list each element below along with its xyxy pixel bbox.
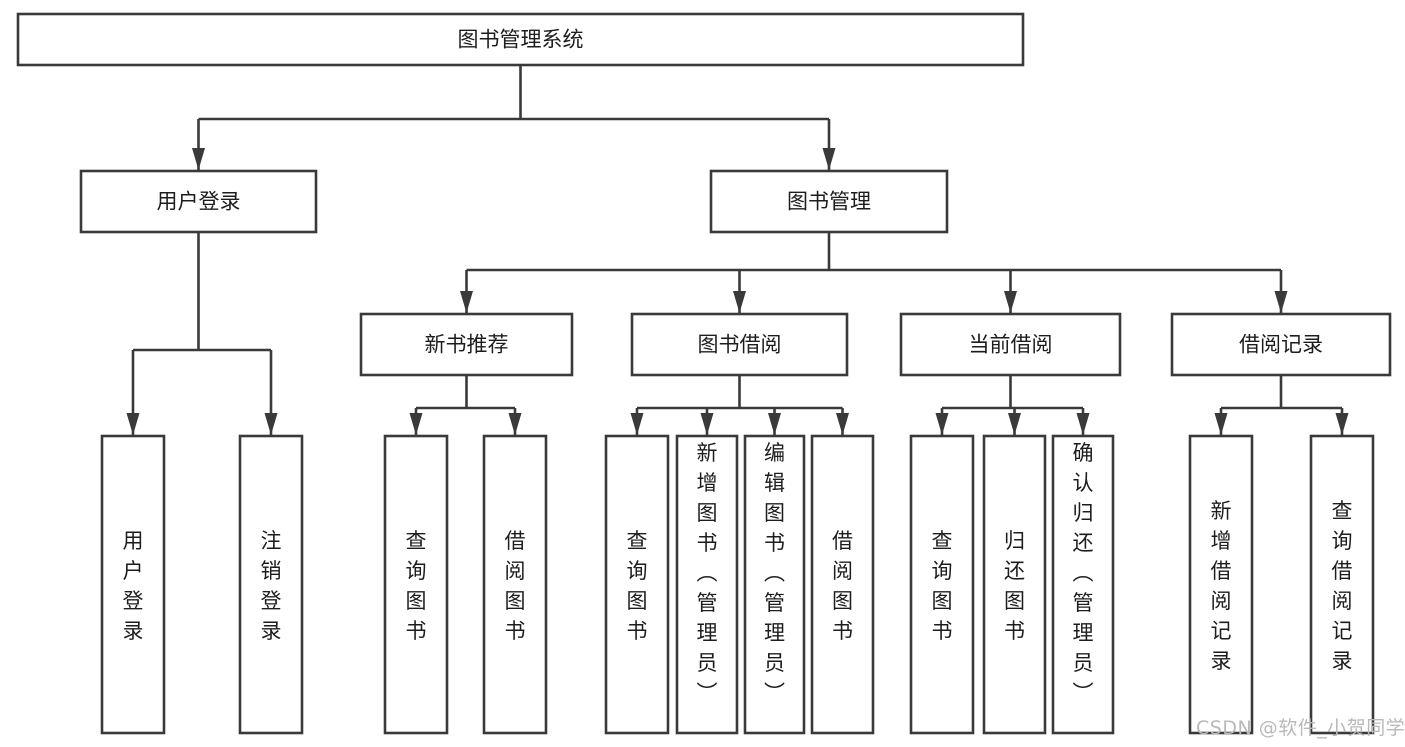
node-label: 借阅记录 [1239,333,1323,357]
node-label: 查询图书 [932,529,953,643]
node-rect [899,312,1122,377]
node-label: 借阅图书 [505,529,526,643]
node-rect [743,434,806,735]
arrow-head-icon [1008,413,1021,435]
node-label: 归还图书 [1004,529,1025,643]
node-new-book-rec[interactable]: 新书推荐 [359,312,574,377]
node-label: 新增图书︵管理员︶ [697,441,718,705]
arrow-head-icon [126,413,140,435]
csdn-watermark: CSDN @软件_小贺同学 [1196,717,1405,739]
arrow-head-icon [1335,413,1349,435]
arrow-head-icon [508,413,522,435]
node-rect [1051,434,1115,735]
node-label: 当前借阅 [969,333,1053,357]
node-rect [604,434,670,735]
node-rect [482,434,548,735]
arrow-head-icon [700,413,714,435]
node-rect [100,434,166,735]
node-label: 图书管理 [787,190,871,214]
node-label: 新书推荐 [425,333,509,357]
arrow-head-icon [768,413,781,435]
node-book-manage[interactable]: 图书管理 [709,169,949,234]
node-leaf-query-book-3[interactable]: 查询图书 [909,434,975,735]
node-current-borrow[interactable]: 当前借阅 [899,312,1122,377]
node-label: 查询图书 [406,529,427,643]
node-label: 用户登录 [123,529,144,643]
node-leaf-user-login[interactable]: 用户登录 [100,434,166,735]
node-leaf-query-book-1[interactable]: 查询图书 [383,434,449,735]
arrow-head-icon [1274,291,1288,313]
node-label: 注销登录 [261,529,282,643]
node-user-login[interactable]: 用户登录 [79,169,318,234]
node-label: 确认归还︵管理员︶ [1073,441,1094,705]
arrow-head-icon [935,413,949,435]
node-leaf-add-book[interactable]: 新增图书︵管理员︶ [675,434,739,735]
node-book-borrow[interactable]: 图书借阅 [630,312,849,377]
node-rect [79,169,318,234]
arrow-head-icon [264,413,278,435]
node-leaf-confirm-return[interactable]: 确认归还︵管理员︶ [1051,434,1115,735]
node-rect [810,434,875,735]
node-rect [630,312,849,377]
arrow-head-icon [836,413,849,435]
node-rect [16,12,1025,67]
node-rect [1188,434,1254,735]
arrow-head-icon [409,413,423,435]
node-leaf-borrow-book-1[interactable]: 借阅图书 [482,434,548,735]
node-rect [909,434,975,735]
node-rect [1170,312,1392,377]
node-label: 查询借阅记录 [1332,499,1353,673]
arrow-head-icon [1004,291,1017,313]
node-label: 新增借阅记录 [1211,499,1232,673]
node-rect [383,434,449,735]
node-leaf-logout[interactable]: 注销登录 [238,434,304,735]
arrow-head-icon [822,148,836,170]
arrow-head-icon [192,148,205,170]
node-label: 借阅图书 [832,529,853,643]
arrow-head-icon [460,291,473,313]
node-leaf-query-record[interactable]: 查询借阅记录 [1309,434,1375,735]
node-label: 编辑图书︵管理员︶ [764,441,785,705]
node-label: 用户登录 [157,190,241,214]
node-label: 图书管理系统 [458,28,584,52]
node-label: 图书借阅 [698,333,782,357]
node-rect [1309,434,1375,735]
node-leaf-query-book-2[interactable]: 查询图书 [604,434,670,735]
node-root[interactable]: 图书管理系统 [16,12,1025,67]
nodes-layer: 图书管理系统用户登录图书管理新书推荐图书借阅当前借阅借阅记录用户登录注销登录查询… [16,12,1392,735]
node-rect [982,434,1047,735]
arrow-head-icon [1214,413,1228,435]
arrow-head-icon [733,291,746,313]
connectors-layer [126,65,1349,435]
node-leaf-borrow-book-2[interactable]: 借阅图书 [810,434,875,735]
node-leaf-return-book[interactable]: 归还图书 [982,434,1047,735]
node-rect [675,434,739,735]
node-label: 查询图书 [627,529,648,643]
node-borrow-record[interactable]: 借阅记录 [1170,312,1392,377]
node-rect [709,169,949,234]
arrow-head-icon [1076,413,1090,435]
node-rect [359,312,574,377]
node-leaf-add-record[interactable]: 新增借阅记录 [1188,434,1254,735]
node-rect [238,434,304,735]
arrow-head-icon [630,413,644,435]
node-leaf-edit-book[interactable]: 编辑图书︵管理员︶ [743,434,806,735]
